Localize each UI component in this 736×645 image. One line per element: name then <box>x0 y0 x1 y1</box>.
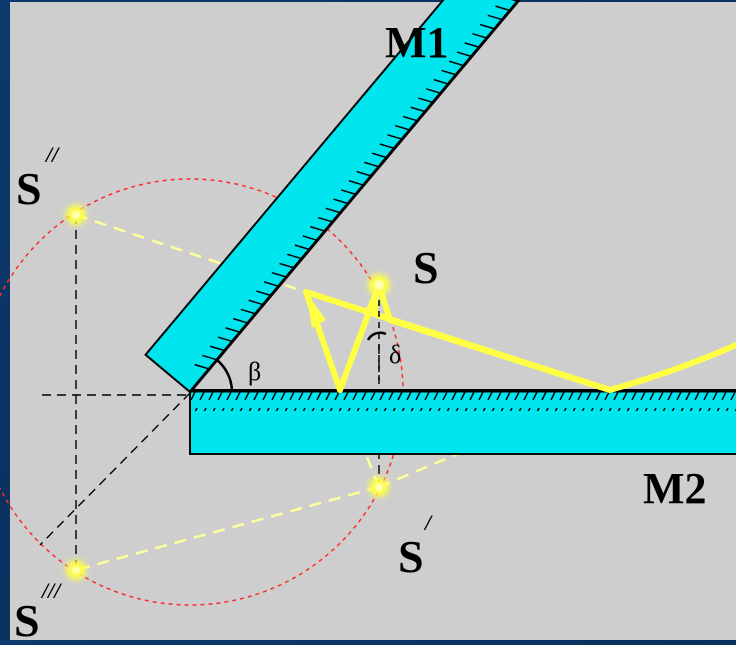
angle-delta-arc <box>366 331 387 341</box>
image-s3-label: S <box>14 595 40 640</box>
mirror-m2 <box>189 389 736 455</box>
m1-extension-line <box>39 392 191 546</box>
s1-s3-line <box>75 485 380 572</box>
light-rays <box>303 282 736 393</box>
ray-source-direct <box>376 282 613 393</box>
arrowhead-up <box>306 292 326 328</box>
mirror-m1-label: M1 <box>385 18 449 67</box>
angle-beta-arc <box>216 359 234 393</box>
mirror-m1 <box>144 0 526 394</box>
source-s-label: S <box>413 242 439 293</box>
angle-beta-label: β <box>248 357 261 386</box>
image-s2-mark: // <box>44 142 60 167</box>
ray-outgoing <box>607 342 736 393</box>
m1-hatching <box>194 0 519 370</box>
image-s3-mark: /// <box>40 578 62 603</box>
mirror-m2-label: M2 <box>643 464 707 513</box>
source-s-point <box>368 274 390 296</box>
image-s2-point <box>66 205 86 225</box>
image-s1-mark: / <box>423 510 433 535</box>
image-s1-label: S <box>398 531 424 582</box>
image-s1-point <box>369 477 389 497</box>
image-s2-label: S <box>16 163 42 214</box>
image-s3-point <box>66 560 86 580</box>
angle-delta-label: δ <box>389 340 401 369</box>
